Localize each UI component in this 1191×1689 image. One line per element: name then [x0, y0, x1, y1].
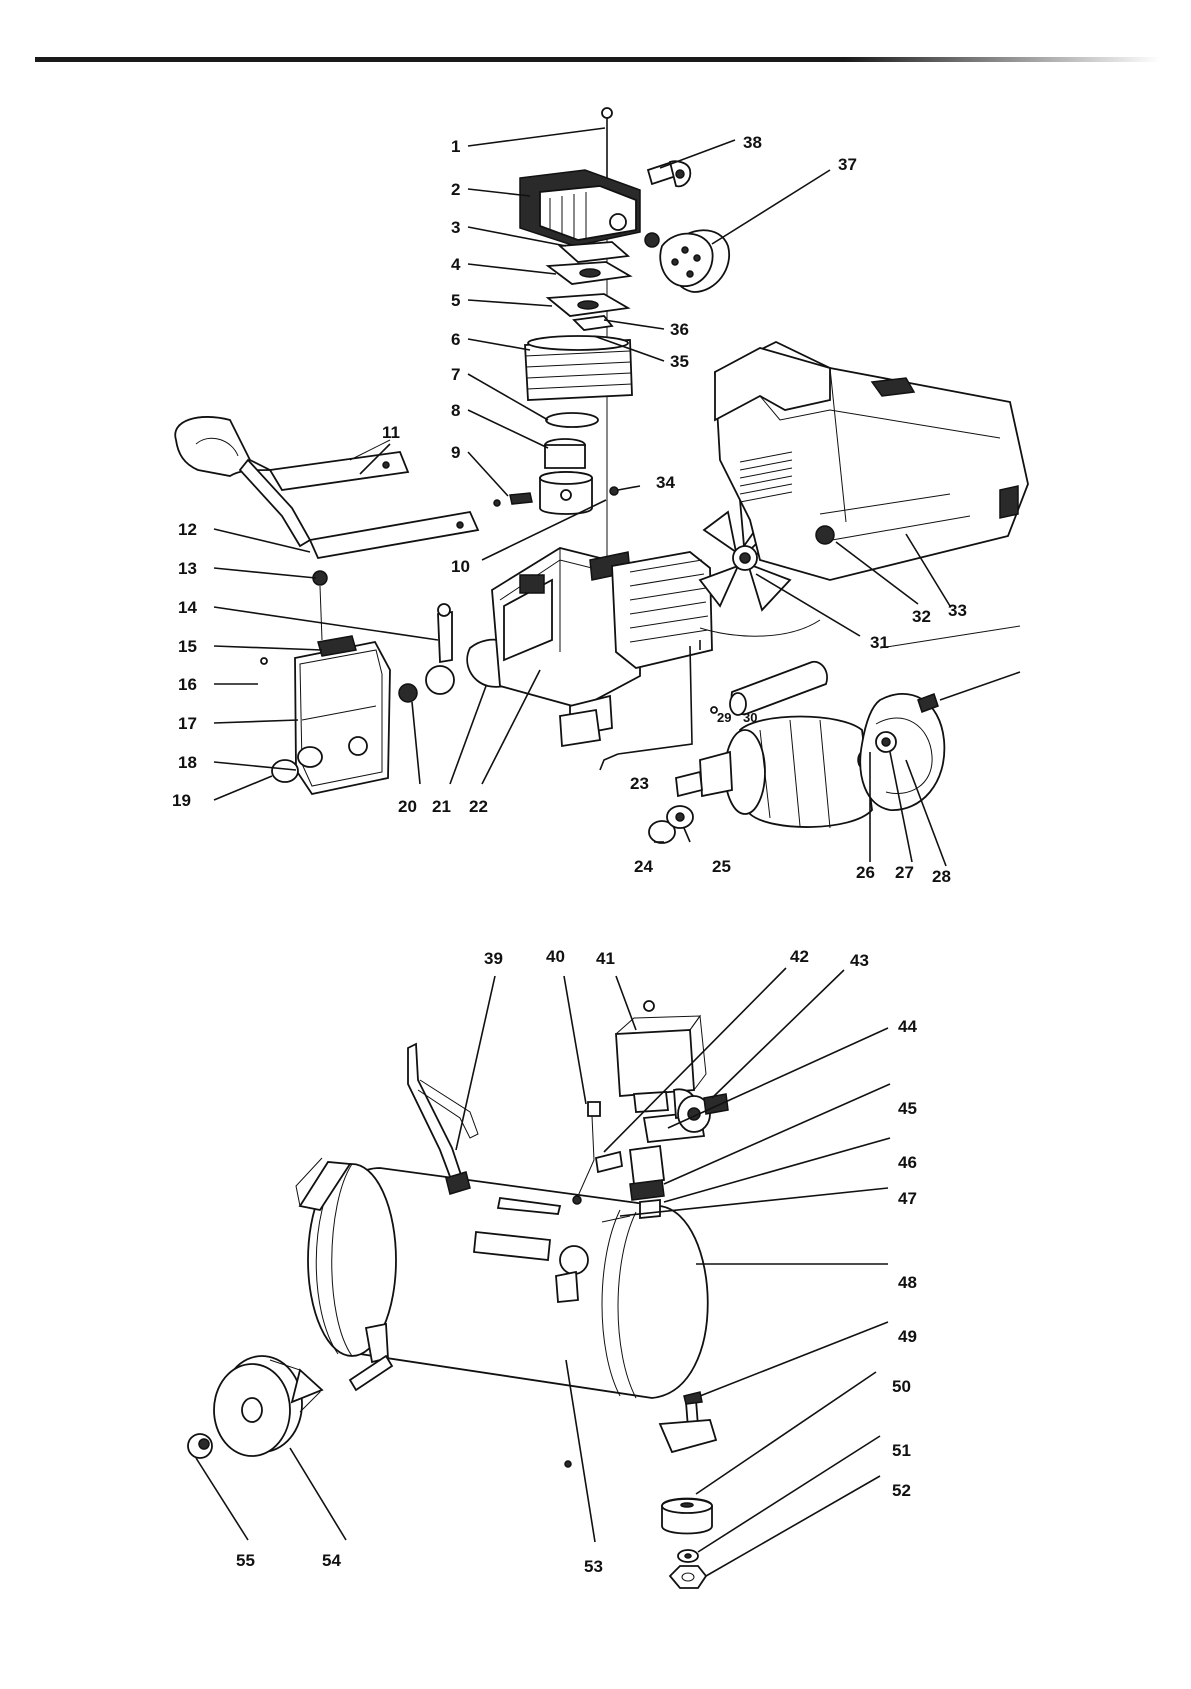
- callout-30: 30: [743, 710, 757, 725]
- callout-50: 50: [892, 1377, 911, 1396]
- capacitor: [711, 662, 827, 715]
- air-filter: [645, 230, 729, 292]
- callout-19: 19: [172, 791, 191, 810]
- callout-45: 45: [898, 1099, 917, 1118]
- callout-47: 47: [898, 1189, 917, 1208]
- callout-52: 52: [892, 1481, 911, 1500]
- callout-2: 2: [451, 180, 460, 199]
- callout-6: 6: [451, 330, 460, 349]
- callout-44: 44: [898, 1017, 917, 1036]
- callout-3: 3: [451, 218, 460, 237]
- callout-28: 28: [932, 867, 951, 886]
- drain-valve: [565, 1392, 716, 1467]
- foot-nut: [670, 1566, 706, 1588]
- callout-34: 34: [656, 473, 675, 492]
- callout-55: 55: [236, 1551, 255, 1570]
- reed-valve: [610, 487, 618, 495]
- callout-25: 25: [712, 857, 731, 876]
- callout-42: 42: [790, 947, 809, 966]
- shroud-cover: [715, 342, 1028, 580]
- callout-9: 9: [451, 443, 460, 462]
- callout-35: 35: [670, 352, 689, 371]
- foot-washer: [678, 1550, 698, 1562]
- callout-18: 18: [178, 753, 197, 772]
- tank-assembly: [188, 968, 890, 1588]
- callout-4: 4: [451, 255, 461, 274]
- side-cover: [261, 571, 417, 794]
- callout-29: 29: [717, 710, 731, 725]
- piston-group: [494, 413, 598, 514]
- callout-17: 17: [178, 714, 197, 733]
- callout-23: 23: [630, 774, 649, 793]
- callout-13: 13: [178, 559, 197, 578]
- callout-24: 24: [634, 857, 653, 876]
- callout-32: 32: [912, 607, 931, 626]
- cylinder-head: [520, 170, 640, 246]
- motor-stator: [612, 552, 820, 668]
- outlet-tube: [408, 1044, 478, 1194]
- callout-40: 40: [546, 947, 565, 966]
- callout-43: 43: [850, 951, 869, 970]
- callout-22: 22: [469, 797, 488, 816]
- carry-handle: [175, 417, 478, 558]
- callout-16: 16: [178, 675, 197, 694]
- callout-48: 48: [898, 1273, 917, 1292]
- callout-5: 5: [451, 291, 460, 310]
- callout-1: 1: [451, 137, 460, 156]
- callout-31: 31: [870, 633, 889, 652]
- callout-27: 27: [895, 863, 914, 882]
- callout-20: 20: [398, 797, 417, 816]
- callout-14: 14: [178, 598, 197, 617]
- wheel: [214, 1356, 322, 1456]
- callout-53: 53: [584, 1557, 603, 1576]
- pump-motor-assembly: [175, 108, 1028, 866]
- callout-10: 10: [451, 557, 470, 576]
- callout-8: 8: [451, 401, 460, 420]
- callout-11: 11: [382, 423, 400, 442]
- rear-end-shield: [860, 626, 1020, 810]
- unloader-tube: [573, 1102, 600, 1204]
- motor-rotor: [676, 717, 874, 829]
- callout-54: 54: [322, 1551, 341, 1570]
- header-rule: [35, 57, 1160, 62]
- front-bearing: [649, 806, 693, 843]
- callout-51: 51: [892, 1441, 911, 1460]
- callout-26: 26: [856, 863, 875, 882]
- valve-plate-set: [548, 242, 630, 330]
- callout-21: 21: [432, 797, 451, 816]
- callout-36: 36: [670, 320, 689, 339]
- callout-49: 49: [898, 1327, 917, 1346]
- callout-39: 39: [484, 949, 503, 968]
- callout-41: 41: [596, 949, 615, 968]
- callout-37: 37: [838, 155, 857, 174]
- cylinder: [525, 336, 632, 400]
- callout-46: 46: [898, 1153, 917, 1172]
- callout-38: 38: [743, 133, 762, 152]
- callout-15: 15: [178, 637, 197, 656]
- hub-cap: [188, 1434, 212, 1458]
- callout-33: 33: [948, 601, 967, 620]
- rubber-foot: [662, 1499, 712, 1534]
- callout-7: 7: [451, 365, 460, 384]
- callout-12: 12: [178, 520, 197, 539]
